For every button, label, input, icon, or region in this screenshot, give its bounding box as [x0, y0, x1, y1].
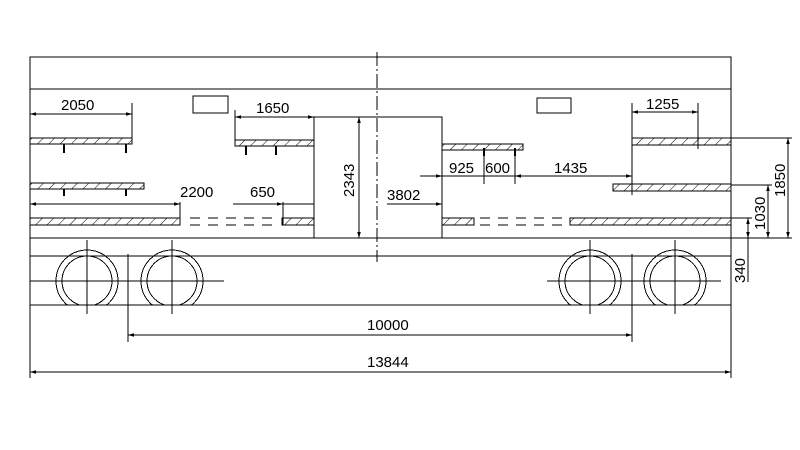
- dim-1030: 1030: [752, 197, 769, 230]
- dim-3802: 3802: [387, 187, 420, 204]
- dim-10000: 10000: [367, 317, 409, 334]
- dim-925: 925: [449, 160, 474, 177]
- dim-1650: 1650: [256, 100, 289, 117]
- shelf-posts: [63, 144, 516, 196]
- dim-2343: 2343: [341, 164, 358, 197]
- center-box: [313, 116, 443, 239]
- window-right: [536, 97, 572, 114]
- dim-13844: 13844: [367, 354, 409, 371]
- dimension-lines: [30, 103, 792, 374]
- dim-2050: 2050: [61, 97, 94, 114]
- dim-1435: 1435: [554, 160, 587, 177]
- wheels: [30, 240, 721, 314]
- dim-600: 600: [485, 160, 510, 177]
- dim-2200: 2200: [180, 184, 213, 201]
- dim-1255: 1255: [646, 96, 679, 113]
- dim-340: 340: [732, 258, 749, 283]
- window-left: [192, 95, 229, 114]
- dim-650: 650: [250, 184, 275, 201]
- dim-1850: 1850: [772, 164, 789, 197]
- shelves: [29, 137, 732, 226]
- body-outline: [29, 56, 732, 378]
